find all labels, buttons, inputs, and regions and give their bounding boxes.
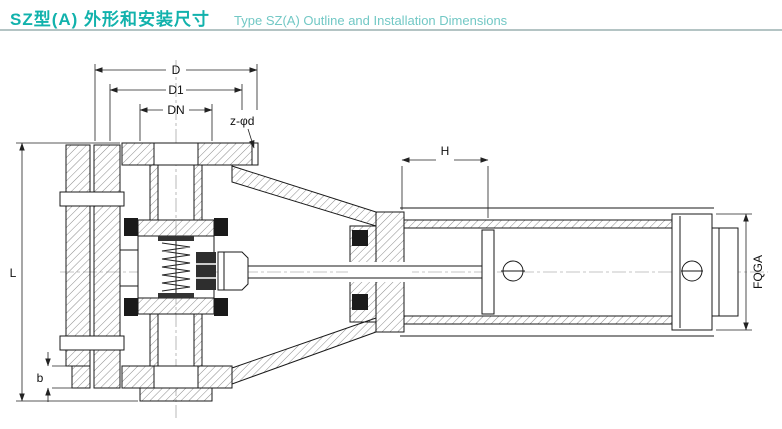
tube-wall-bottom: [403, 315, 673, 325]
spring-coil: [161, 242, 191, 292]
flange-bolt-slot-upper: [59, 191, 125, 207]
bonnet-flange-lower: [137, 297, 215, 315]
technical-drawing: D D1 DN z-φd H L b FQGA: [10, 60, 768, 418]
yoke-funnel: [231, 165, 377, 385]
bottom-flange-bore: [153, 365, 199, 389]
dimensions: [16, 64, 752, 402]
top-flange-bore: [153, 142, 199, 166]
dim-label-D1: D1: [168, 83, 184, 97]
spring-seat-upper: [158, 236, 194, 241]
spring-assembly: [158, 236, 194, 298]
cylinder-seal: [352, 294, 368, 310]
seal-gasket: [124, 218, 138, 236]
page-subtitle: Type SZ(A) Outline and Installation Dime…: [234, 13, 508, 28]
packing-nut: [217, 251, 249, 291]
bottom-plate: [139, 387, 213, 402]
top-flange-bolt-hole: [251, 142, 259, 166]
cylinder-seal: [352, 230, 368, 246]
tube-wall-top: [403, 219, 673, 229]
seal-gasket: [124, 298, 138, 316]
leader-z-phi-d: [247, 128, 255, 149]
dim-label-z-phi-d: z-φd: [230, 114, 254, 128]
valve-body: [59, 142, 259, 402]
left-flange-plate-inner: [93, 144, 121, 389]
header: SZ型(A) 外形和安装尺寸 Type SZ(A) Outline and In…: [0, 0, 782, 31]
end-cap: [711, 227, 739, 317]
seal-gasket: [214, 298, 228, 316]
piston: [481, 229, 495, 315]
dim-label-D: D: [172, 63, 181, 77]
valve-plug: [196, 251, 249, 291]
dimension-labels: D D1 DN z-φd H L b FQGA: [10, 63, 765, 385]
spring-seat-lower: [158, 293, 194, 298]
page-title: SZ型(A) 外形和安装尺寸: [10, 10, 211, 29]
cylinder-actuator: [248, 207, 739, 337]
dim-label-DN: DN: [167, 103, 184, 117]
dim-label-H: H: [441, 144, 450, 158]
flange-bolt-slot-lower: [59, 335, 125, 351]
seal-gasket: [214, 218, 228, 236]
left-flange-foot: [71, 365, 91, 389]
dim-label-b: b: [37, 371, 44, 385]
left-flange-plate-outer: [65, 144, 91, 367]
bonnet-flange-upper: [137, 219, 215, 237]
dim-label-L: L: [10, 266, 17, 280]
dim-label-FQGA: FQGA: [751, 255, 765, 289]
